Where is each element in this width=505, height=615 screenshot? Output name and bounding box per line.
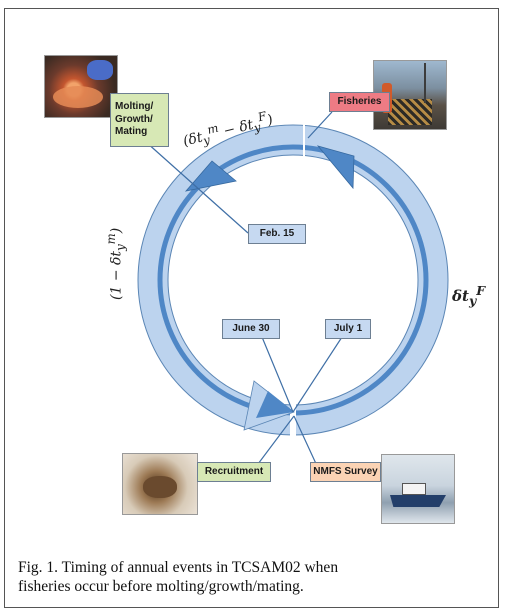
bottom-gap [290, 393, 296, 439]
leader-recruitment [254, 415, 295, 469]
molting-line-1: Molting/ [115, 101, 154, 113]
caption-line-1: Fig. 1. Timing of annual events in TCSAM… [18, 559, 339, 576]
mast-shape [424, 63, 426, 103]
molting-line-2: Growth/ [115, 113, 153, 125]
leader-fisheries [307, 111, 333, 139]
recruit-crab-photo [122, 453, 198, 515]
leader-survey [293, 415, 319, 469]
fisheries-label: Fisheries [329, 92, 390, 112]
caption-line-2: fisheries occur before molting/growth/ma… [18, 578, 304, 595]
arrowhead-top-left [184, 160, 237, 192]
feb15-label: Feb. 15 [248, 224, 306, 244]
figure-caption: Fig. 1. Timing of annual events in TCSAM… [18, 558, 488, 596]
arrowhead-top-right [316, 145, 355, 190]
ship-bridge-shape [402, 483, 426, 495]
leader-july1 [292, 336, 343, 413]
interval-left-label: (1 − δtym) [104, 227, 128, 300]
leader-feb15 [145, 141, 249, 234]
molting-line-3: Mating [115, 126, 148, 138]
interval-right-label: δtyF [452, 283, 486, 308]
leader-june30 [261, 336, 294, 413]
recruitment-label: Recruitment [197, 462, 271, 482]
june30-label: June 30 [222, 319, 280, 339]
arrowhead-bottom-left-dark [256, 391, 294, 418]
crab-legs-shape [53, 86, 103, 108]
crab-pot-shape [388, 99, 432, 125]
july1-label: July 1 [325, 319, 371, 339]
small-crab-shape [143, 476, 177, 498]
nmfs-survey-label: NMFS Survey [310, 462, 381, 482]
molting-growth-mating-label: Molting/ Growth/ Mating [110, 93, 169, 147]
glove-shape [87, 60, 113, 80]
top-gap [303, 120, 305, 156]
survey-vessel-photo [381, 454, 455, 524]
ship-hull-shape [390, 495, 446, 507]
crab-molting-photo [44, 55, 118, 118]
